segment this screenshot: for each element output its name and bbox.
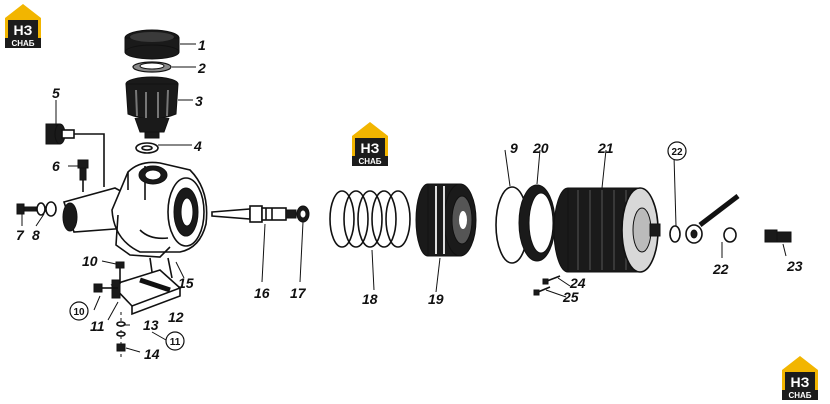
logo-center: НЗ СНАБ <box>352 122 388 166</box>
callout-25: 25 <box>562 289 579 305</box>
part-bolt-23 <box>764 229 792 243</box>
leader-lines <box>21 43 787 353</box>
part-cylinder-21 <box>553 187 661 273</box>
part-bracket-12 <box>110 257 182 316</box>
logo-bottom-right: НЗ СНАБ <box>782 356 818 400</box>
svg-text:СНАБ: СНАБ <box>788 391 811 400</box>
callout-6: 6 <box>52 158 60 174</box>
part-bolt-10 <box>93 261 125 293</box>
callout-16: 16 <box>254 285 270 301</box>
svg-text:НЗ: НЗ <box>791 374 810 390</box>
svg-text:СНАБ: СНАБ <box>11 39 34 48</box>
part-nut-17 <box>296 205 310 223</box>
svg-text:НЗ: НЗ <box>361 140 380 156</box>
part-washer-4 <box>135 142 159 154</box>
part-plug-6 <box>77 159 89 192</box>
part-bolt-7 <box>16 203 37 215</box>
callout-10-circled: 10 <box>73 307 85 318</box>
callout-11: 11 <box>90 318 105 334</box>
callout-24: 24 <box>569 275 586 291</box>
callout-13: 13 <box>143 317 159 333</box>
callout-15: 15 <box>178 275 194 291</box>
part-washer-22-right <box>669 224 737 244</box>
part-ring-2 <box>132 61 172 73</box>
part-seal-20 <box>518 184 556 262</box>
callout-11-circled: 11 <box>170 337 181 348</box>
logo-top-left: НЗ СНАБ <box>5 4 41 48</box>
part-bowl-3 <box>125 76 179 139</box>
callout-20: 20 <box>532 140 549 156</box>
callout-12: 12 <box>168 309 184 325</box>
part-washer-13 <box>116 312 126 360</box>
callout-17: 17 <box>290 285 307 301</box>
callout-8: 8 <box>32 227 40 243</box>
callout-19: 19 <box>428 291 444 307</box>
part-spring-18 <box>329 190 411 248</box>
callout-5: 5 <box>52 85 60 101</box>
part-screw-24 <box>542 275 561 285</box>
part-fitting-5 <box>45 123 105 187</box>
callout-14: 14 <box>144 346 160 362</box>
part-screw-25 <box>533 286 551 296</box>
callout-18: 18 <box>362 291 378 307</box>
part-shaft-16 <box>211 205 297 223</box>
part-pump-housing <box>62 161 208 258</box>
part-nut-14 <box>116 343 126 352</box>
callout-21: 21 <box>597 140 614 156</box>
callout-1: 1 <box>198 37 206 53</box>
part-tie-rod <box>698 194 740 227</box>
callout-22: 22 <box>712 261 729 277</box>
callout-7: 7 <box>16 227 25 243</box>
circle-ring-11 <box>165 331 185 351</box>
svg-text:НЗ: НЗ <box>14 22 33 38</box>
circle-ring-22 <box>667 141 687 161</box>
callout-9: 9 <box>510 140 518 156</box>
part-piston-19 <box>415 183 477 257</box>
callout-10: 10 <box>82 253 98 269</box>
callout-22-circled: 22 <box>671 147 683 158</box>
circle-ring-10 <box>69 301 89 321</box>
callout-2: 2 <box>197 60 206 76</box>
callout-23: 23 <box>786 258 803 274</box>
part-cap-1 <box>124 29 180 60</box>
callout-3: 3 <box>195 93 203 109</box>
svg-text:СНАБ: СНАБ <box>358 157 381 166</box>
part-washers-8 <box>36 201 57 217</box>
callout-4: 4 <box>193 138 202 154</box>
